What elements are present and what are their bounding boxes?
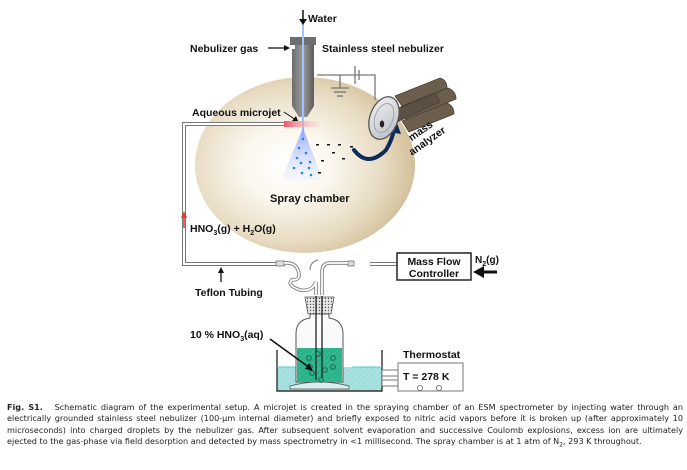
thermostat-knobs xyxy=(416,384,443,392)
nebulizer-gas-label: Nebulizer gas xyxy=(190,43,258,55)
gas-phase-ions xyxy=(316,144,353,174)
acid-pointer-arrow xyxy=(269,338,313,371)
teflon-tubing-label: Teflon Tubing xyxy=(195,287,263,299)
teflon-pointer-arrow xyxy=(218,267,224,282)
figure-caption: Fig. S1. Schematic diagram of the experi… xyxy=(7,402,683,451)
thermostat-unit xyxy=(397,362,464,392)
ground-circuit xyxy=(317,66,376,100)
caption-subscript: 2 xyxy=(559,441,563,449)
figure-label: Fig. S1. xyxy=(7,402,43,412)
stainless-nebulizer-label: Stainless steel nebulizer xyxy=(322,43,444,55)
acid-exposure-zone xyxy=(284,121,320,127)
bubbler-tubing xyxy=(275,259,355,295)
spray-chamber-label: Spray chamber xyxy=(270,193,350,205)
caption-text-end: , 293 K throughout. xyxy=(563,436,642,447)
charged-droplets xyxy=(292,137,313,177)
vapor-label: HNO3(g) + H2O(g) xyxy=(190,223,276,237)
mass-analyzer-label: mass analyzer xyxy=(406,119,448,159)
mfc-label-line2: Controller xyxy=(409,268,459,280)
water-inlet-arrow xyxy=(299,10,307,25)
bubbler-stopper xyxy=(304,296,335,315)
water-label: Water xyxy=(308,13,337,25)
mass-analyzer xyxy=(368,77,457,140)
spray-cone xyxy=(282,128,322,181)
stainless-steel-nebulizer xyxy=(290,22,316,140)
flow-direction-arrow xyxy=(181,211,187,228)
microjet-pointer-arrow xyxy=(283,111,298,121)
temperature-readout: T = 278 K xyxy=(403,371,450,383)
nebulizer-gas-arrow xyxy=(268,45,290,51)
mass-flow-controller xyxy=(396,252,472,281)
aqueous-microjet-label: Aqueous microjet xyxy=(192,107,281,119)
nitrogen-label: N2(g) xyxy=(475,255,499,268)
acid-solution-label: 10 % HNO3(aq) xyxy=(190,329,263,343)
thermostat-connection xyxy=(381,369,399,387)
mfc-label-line1: Mass Flow xyxy=(407,256,461,268)
experimental-setup-diagram: Water Nebulizer gas Stainless steel nebu… xyxy=(181,10,499,392)
nitrogen-inlet-arrow xyxy=(473,266,497,278)
thermostat-label: Thermostat xyxy=(403,349,461,361)
caption-text: Schematic diagram of the experimental se… xyxy=(7,402,683,447)
